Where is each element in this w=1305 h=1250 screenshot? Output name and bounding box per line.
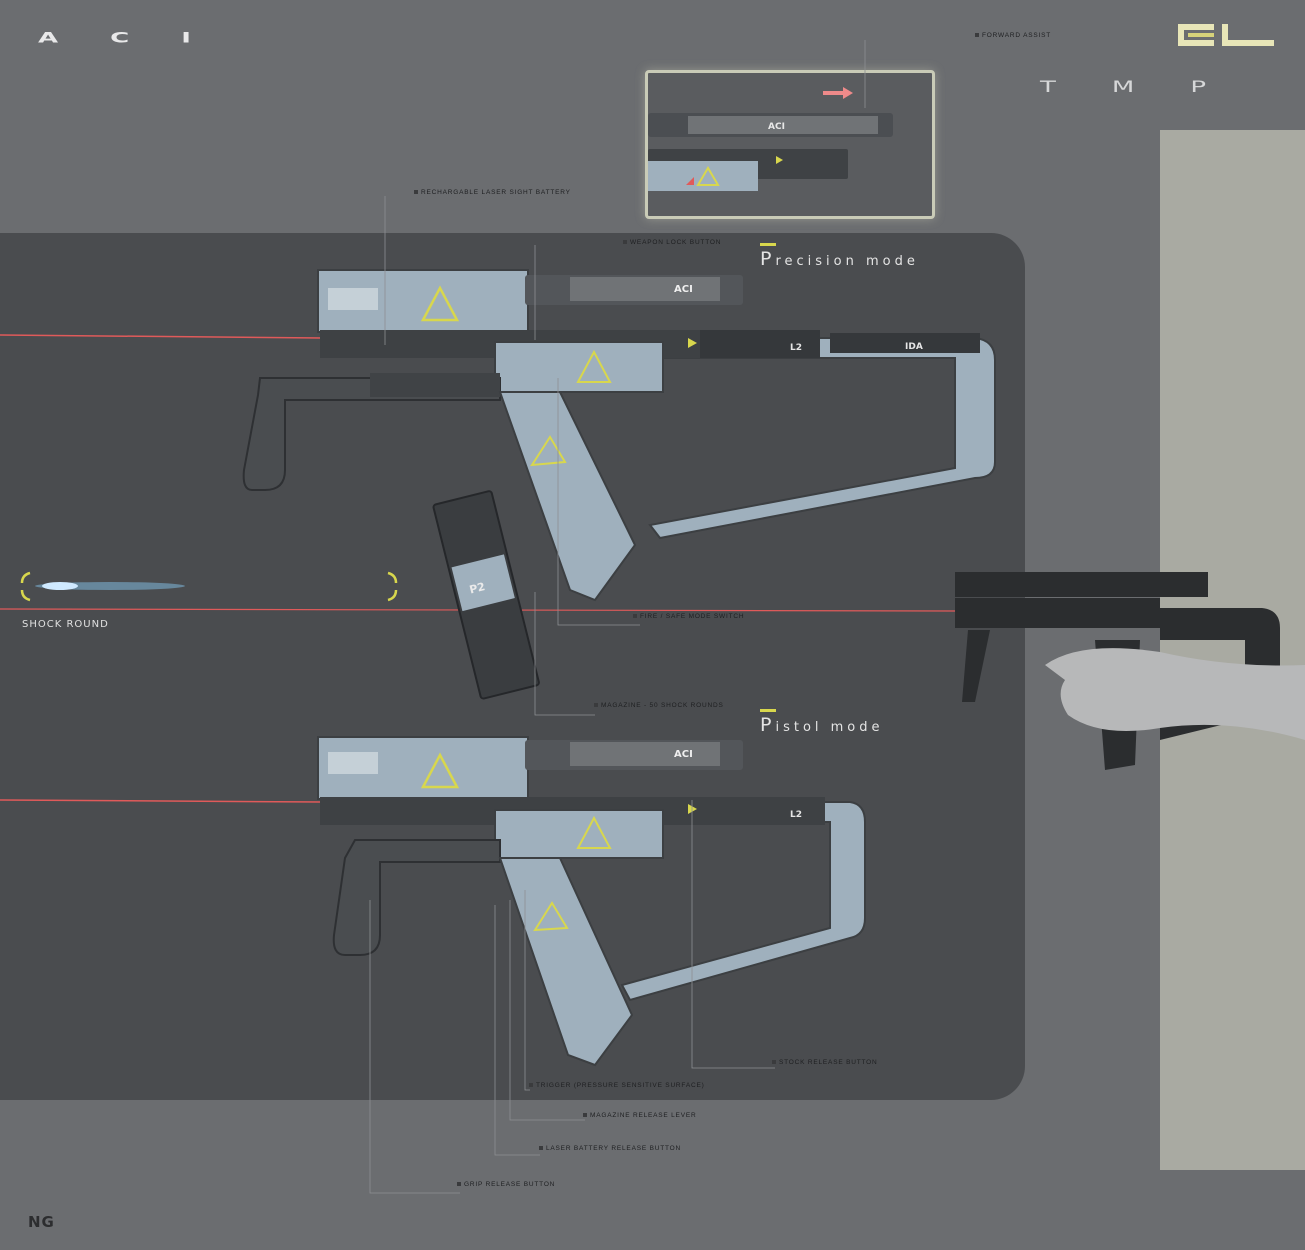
shock-round-graphic [20,571,398,602]
aci-marking-pistol: ACI [674,749,693,760]
aci-marking-inset: ACI [768,122,785,132]
aci-marking: ACI [674,284,693,295]
precision-mode-label: recision mode [775,254,919,269]
forward-assist-inset: ACI [645,70,935,219]
callout-laser-battery: RECHARGABLE LASER SIGHT BATTERY [414,189,571,196]
pistol-mode-weapon: ACI L2 [317,736,866,1067]
shock-round-label: SHOCK ROUND [22,619,109,630]
pistol-mode-title: Pistol mode [760,709,884,736]
brand-logo: ACI [38,30,243,47]
callout-forward-assist: FORWARD ASSIST [975,32,1051,39]
artist-signature: NG [28,1213,55,1231]
hand-silhouette-icon [955,572,1305,770]
leader-lines [369,40,866,1194]
laser-beam-pistol [0,799,323,803]
laser-beam-precision [0,334,323,339]
l2-marking: L2 [790,343,802,353]
pistol-mode-initial: P [760,714,776,736]
precision-mode-title: Precision mode [760,243,919,270]
ida-marking: IDA [905,342,923,352]
callout-mag-release: MAGAZINE RELEASE LEVER [583,1112,696,1119]
cl-logo-icon [1178,24,1274,46]
callout-laser-battery-release: LASER BATTERY RELEASE BUTTON [539,1145,681,1152]
callout-trigger: TRIGGER (PRESSURE SENSITIVE SURFACE) [529,1082,705,1089]
side-panel [1160,130,1305,1170]
callout-fire-safe: FIRE / SAFE MODE SWITCH [633,613,744,620]
callout-weapon-lock: WEAPON LOCK BUTTON [623,239,721,246]
magazine-code: P2 [468,580,486,596]
callout-grip-release: GRIP RELEASE BUTTON [457,1181,555,1188]
forward-assist-detail: ACI [648,87,893,191]
callout-magazine: MAGAZINE - 50 SHOCK ROUNDS [594,702,724,709]
l2-marking-pistol: L2 [790,810,802,820]
pistol-mode-label: istol mode [775,720,884,735]
callout-stock-release: STOCK RELEASE BUTTON [772,1059,877,1066]
precision-mode-weapon: IDA ACI L2 P2 [242,269,996,700]
product-name: TMP [1040,78,1262,96]
precision-mode-initial: P [760,248,776,270]
